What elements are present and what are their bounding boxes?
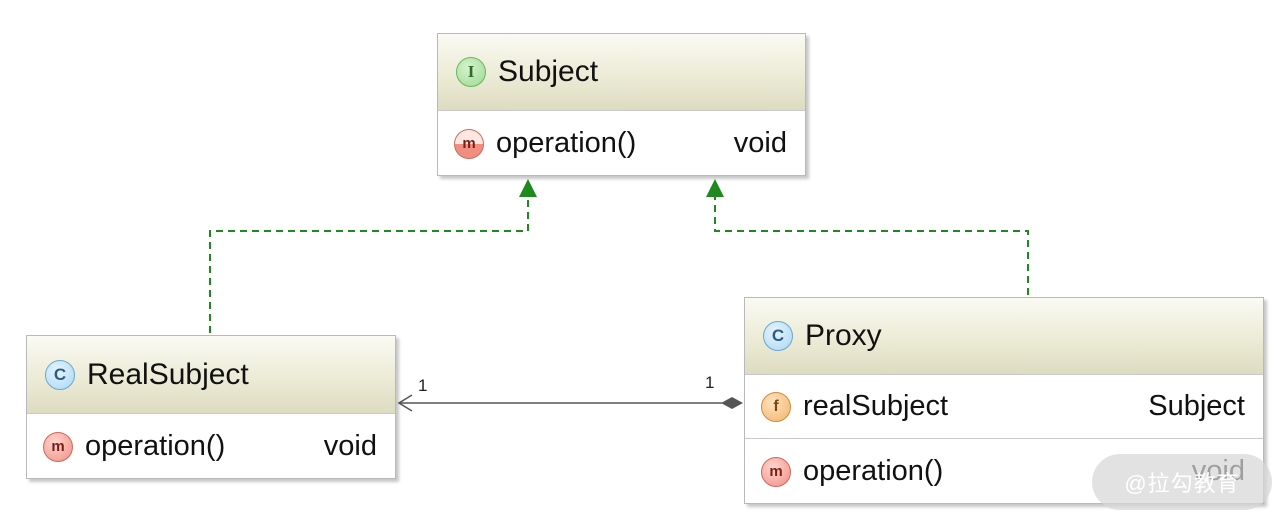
- realization-arrowhead: [706, 179, 724, 197]
- proxy-field-row[interactable]: f realSubject Subject: [745, 374, 1263, 438]
- proxy-title: Proxy: [805, 319, 882, 352]
- subject-method-row[interactable]: m operation() void: [438, 110, 805, 176]
- multiplicity-target: 1: [705, 373, 715, 392]
- realsubject-class-box[interactable]: C RealSubject m operation() void: [26, 335, 396, 479]
- abstract-method-icon: m: [454, 128, 484, 159]
- realsubject-method-type: void: [323, 430, 377, 462]
- class-icon: C: [763, 321, 793, 351]
- realsubject-method-name: operation(): [85, 430, 226, 462]
- proxy-field-type: Subject: [1148, 390, 1245, 422]
- multiplicity-source: 1: [418, 376, 428, 395]
- proxy-field-name: realSubject: [803, 390, 949, 422]
- subject-header: I Subject: [438, 34, 805, 110]
- association-proxy-realsubject: [397, 394, 743, 412]
- realsubject-header: C RealSubject: [27, 336, 395, 413]
- field-icon: f: [761, 391, 791, 422]
- proxy-method-name: operation(): [803, 455, 944, 487]
- method-icon: m: [761, 456, 791, 487]
- method-icon: m: [43, 431, 73, 462]
- watermark: @拉勾教育: [1092, 454, 1272, 510]
- realization-arrowhead: [519, 179, 537, 197]
- subject-method-type: void: [733, 127, 787, 159]
- realsubject-method-row[interactable]: m operation() void: [27, 413, 395, 479]
- proxy-header: C Proxy: [745, 298, 1263, 374]
- interface-icon: I: [456, 57, 486, 87]
- realization-realsubject-subject: [209, 179, 537, 333]
- subject-title: Subject: [498, 55, 599, 88]
- proxy-class-box[interactable]: C Proxy f realSubject Subject m operatio…: [744, 297, 1264, 504]
- realization-proxy-subject: [706, 179, 1029, 295]
- subject-method-name: operation(): [496, 127, 637, 159]
- realsubject-title: RealSubject: [87, 357, 249, 391]
- subject-interface-box[interactable]: I Subject m operation() void: [437, 33, 806, 176]
- class-icon: C: [45, 359, 75, 390]
- aggregation-diamond: [721, 397, 743, 409]
- association-open-arrowhead: [397, 394, 413, 412]
